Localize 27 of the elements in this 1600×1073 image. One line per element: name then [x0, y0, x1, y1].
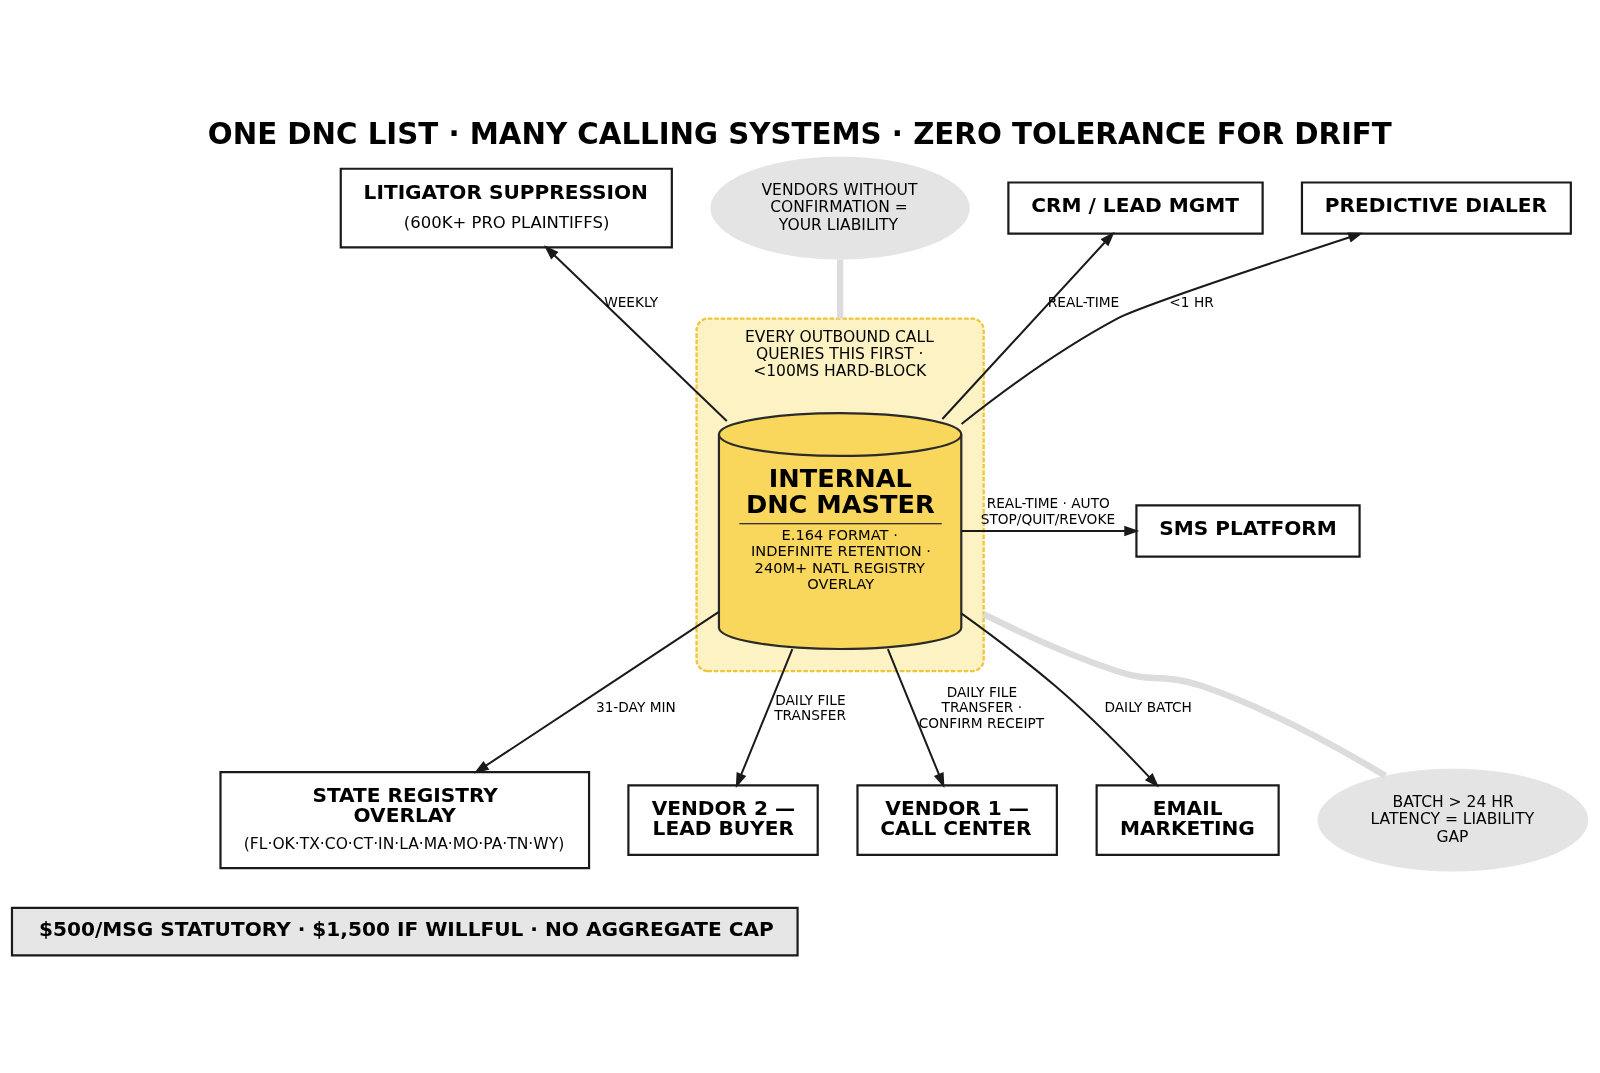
node-box: STATE REGISTRY OVERLAY (FL·OK·TX·CO·CT·IN·LA·MA·MO·PA·TN·WY)	[219, 771, 591, 870]
arrow	[960, 612, 1159, 788]
edge-label: DAILY FILE TRANSFER · CONFIRM RECEIPT	[918, 683, 1045, 731]
node-box: VENDOR 1 — CALL CENTER	[856, 784, 1058, 856]
node-box: LITIGATOR SUPPRESSION (600K+ PRO PLAINTIFFS)	[339, 167, 673, 249]
node-box: VENDOR 2 — LEAD BUYER	[627, 784, 819, 856]
diagram-title: ONE DNC LIST · MANY CALLING SYSTEMS · ZERO TOLERANCE FOR DRIFT	[207, 116, 1392, 151]
edge-label: REAL-TIME	[1047, 293, 1120, 310]
node-box: $500/MSG STATUTORY · $1,500 IF WILLFUL · NO AGGREGATE CAP	[10, 906, 799, 957]
node-box: CRM / LEAD MGMT	[1007, 181, 1264, 235]
arrow	[941, 231, 1115, 420]
node-box: SMS PLATFORM	[1135, 504, 1361, 558]
edge-label: DAILY FILE TRANSFER	[774, 691, 846, 724]
arrow	[961, 525, 1140, 537]
connector	[982, 611, 1387, 779]
node-box: PREDICTIVE DIALER	[1300, 181, 1572, 235]
node-box: EMAIL MARKETING	[1095, 784, 1280, 856]
arrow	[473, 611, 720, 774]
edge-label: WEEKLY	[604, 293, 659, 310]
edge-label: <1 HR	[1169, 293, 1214, 310]
edge-label: 31-DAY MIN	[595, 699, 676, 716]
arrow	[544, 245, 728, 422]
arrow	[960, 232, 1364, 425]
connector	[836, 259, 844, 319]
node-ellipse: BATCH > 24 HR LATENCY = LIABILITY GAP	[1317, 768, 1589, 872]
node-ellipse: VENDORS WITHOUT CONFIRMATION = YOUR LIABILITY	[710, 156, 970, 260]
edge-label: DAILY BATCH	[1104, 699, 1192, 716]
